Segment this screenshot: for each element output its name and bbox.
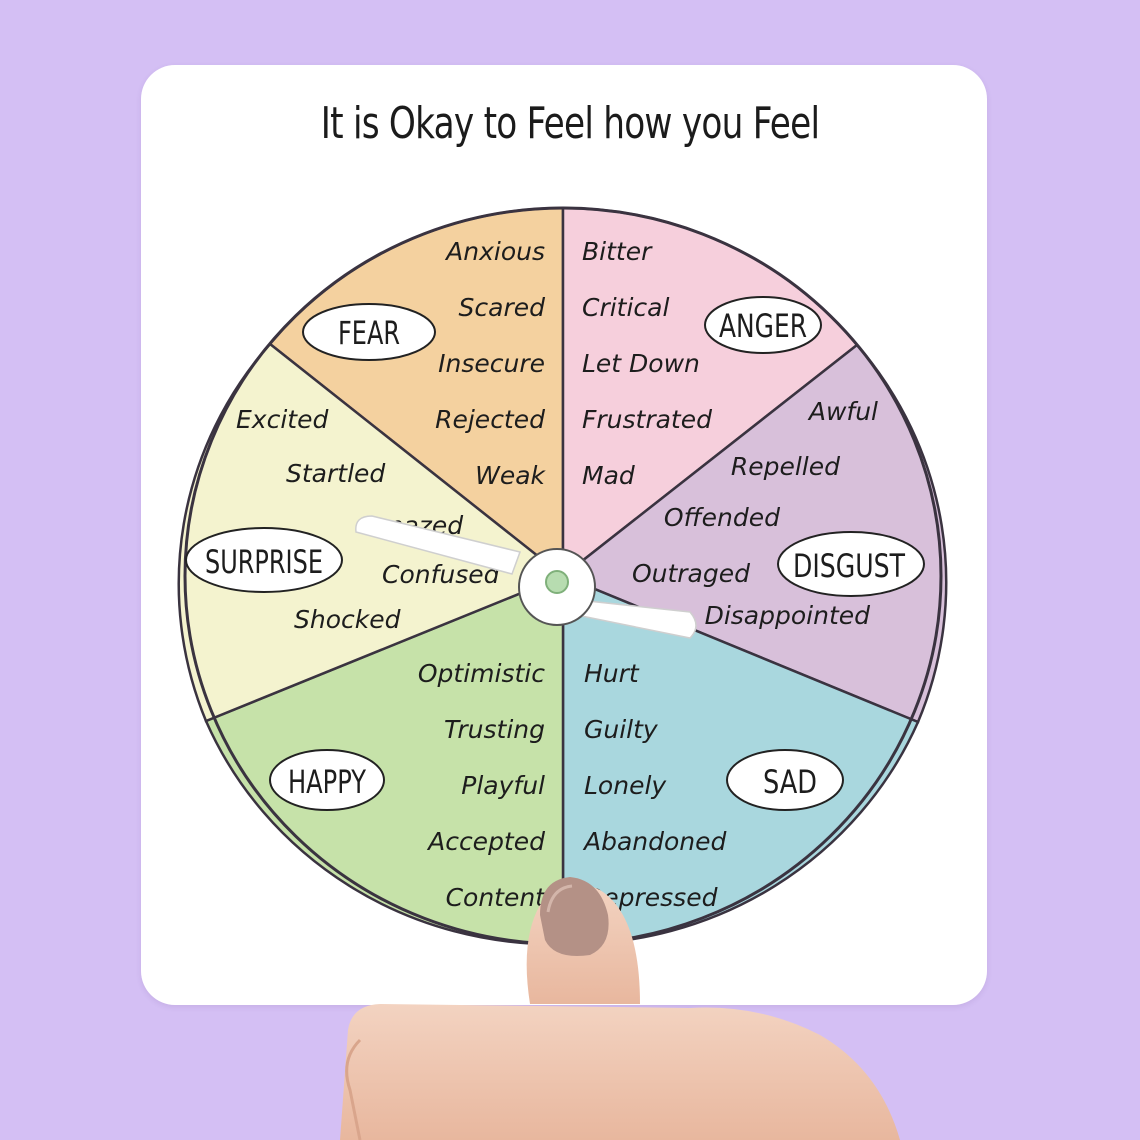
- happy-word: Content: [446, 883, 547, 912]
- anger-word: Bitter: [582, 237, 653, 266]
- disgust-word: Outraged: [632, 559, 750, 588]
- happy-label-oval: [269, 749, 385, 811]
- hand-photo: [340, 877, 900, 1140]
- card-title: It is Okay to Feel how you Feel: [320, 98, 820, 149]
- happy-word: Trusting: [444, 715, 545, 744]
- fear-word: Weak: [475, 461, 546, 490]
- anger-word: Frustrated: [582, 405, 712, 434]
- sad-word: Guilty: [584, 715, 659, 744]
- anger-label-oval: [704, 296, 822, 354]
- anger-label: ANGER: [719, 307, 807, 345]
- surprise-label: SURPRISE: [205, 543, 323, 581]
- happy-label: HAPPY: [288, 763, 366, 801]
- happy-word: Playful: [461, 771, 545, 800]
- surprise-word: Startled: [286, 459, 385, 488]
- anger-word: Let Down: [582, 349, 700, 378]
- sad-word: Abandoned: [582, 827, 727, 856]
- happy-word: Accepted: [426, 827, 545, 856]
- fear-word: Scared: [459, 293, 546, 322]
- fear-word: Insecure: [438, 349, 545, 378]
- sad-word: Lonely: [584, 771, 667, 800]
- disgust-label: DISGUST: [793, 547, 905, 585]
- fear-label-oval: [302, 303, 436, 361]
- disgust-word: Offended: [664, 503, 780, 532]
- fear-word: Anxious: [444, 237, 545, 266]
- disgust-word: Disappointed: [705, 601, 871, 630]
- sad-word: Hurt: [584, 659, 640, 688]
- disgust-word: Repelled: [731, 452, 840, 481]
- sad-label-oval: [726, 749, 844, 811]
- anger-word: Critical: [582, 293, 669, 322]
- surprise-label-oval: [185, 527, 343, 593]
- sad-label: SAD: [763, 763, 817, 801]
- happy-word: Optimistic: [418, 659, 545, 688]
- spinner-pointer[interactable]: [355, 515, 697, 639]
- fear-word: Rejected: [435, 405, 545, 434]
- surprise-word: Excited: [236, 405, 328, 434]
- disgust-word: Awful: [807, 397, 878, 426]
- anger-word: Mad: [582, 461, 635, 490]
- disgust-label-oval: [777, 531, 925, 597]
- surprise-word: Shocked: [294, 605, 401, 634]
- pivot-button[interactable]: [545, 570, 569, 594]
- fear-label: FEAR: [338, 314, 400, 352]
